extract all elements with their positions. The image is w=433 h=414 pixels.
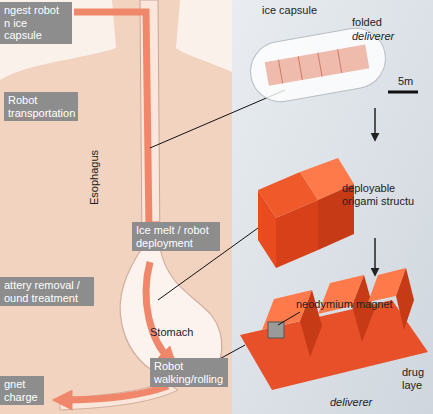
part-label: ice capsule: [262, 4, 332, 17]
part-label: Esophagus: [88, 125, 101, 205]
part-label: drug laye: [402, 366, 433, 391]
step-text: Robot transportation: [8, 94, 74, 119]
step-arrow: [374, 108, 376, 140]
robot-base: [240, 300, 428, 390]
scale-bar: [388, 91, 418, 94]
step-label-box: Ice melt / robot deployment: [132, 222, 220, 251]
step-text: Ice melt / robot deployment: [136, 224, 216, 249]
step-text: Robot walking/rolling: [154, 360, 224, 385]
step-label-box: attery removal / ound treatment: [0, 277, 94, 306]
path-arrow: [146, 262, 170, 360]
deliverer-robot: [240, 268, 428, 390]
fold-line: [338, 49, 342, 73]
step-text: attery removal / ound treatment: [4, 279, 90, 304]
fold-line: [278, 60, 282, 84]
part-label: Stomach: [150, 326, 210, 339]
magnet-cube: [268, 322, 284, 338]
part-label: folded: [352, 16, 412, 29]
fold-line: [318, 53, 322, 77]
origami-structure: [258, 158, 354, 268]
step-arrow: [374, 238, 376, 275]
path-arrow: [62, 386, 168, 400]
origami-face: [258, 190, 276, 268]
part-label: deliverer: [330, 396, 400, 409]
step-label-box: Robot walking/rolling: [150, 358, 228, 387]
left-panel: [0, 0, 232, 414]
part-label: deliverer: [352, 30, 412, 43]
leader-line: [150, 90, 285, 148]
path-arrow: [74, 12, 149, 232]
folded-robot: [265, 44, 370, 85]
fold-line: [298, 56, 302, 80]
part-label: neodymium magnet: [296, 298, 406, 311]
leader-line: [278, 312, 300, 325]
origami-face: [276, 200, 318, 268]
part-label: 5m: [398, 75, 432, 88]
right-panel: [232, 0, 433, 414]
step-label-box: gnet charge: [0, 376, 44, 405]
step-label-box: Robot transportation: [4, 92, 78, 121]
step-text: gnet charge: [4, 378, 40, 403]
step-text: ngest robot n ice capsule: [4, 4, 68, 42]
body-silhouette: [0, 0, 232, 414]
part-label: deployable origami structu: [342, 182, 432, 207]
robot-fold: [396, 268, 414, 330]
step-label-box: ngest robot n ice capsule: [0, 2, 72, 44]
